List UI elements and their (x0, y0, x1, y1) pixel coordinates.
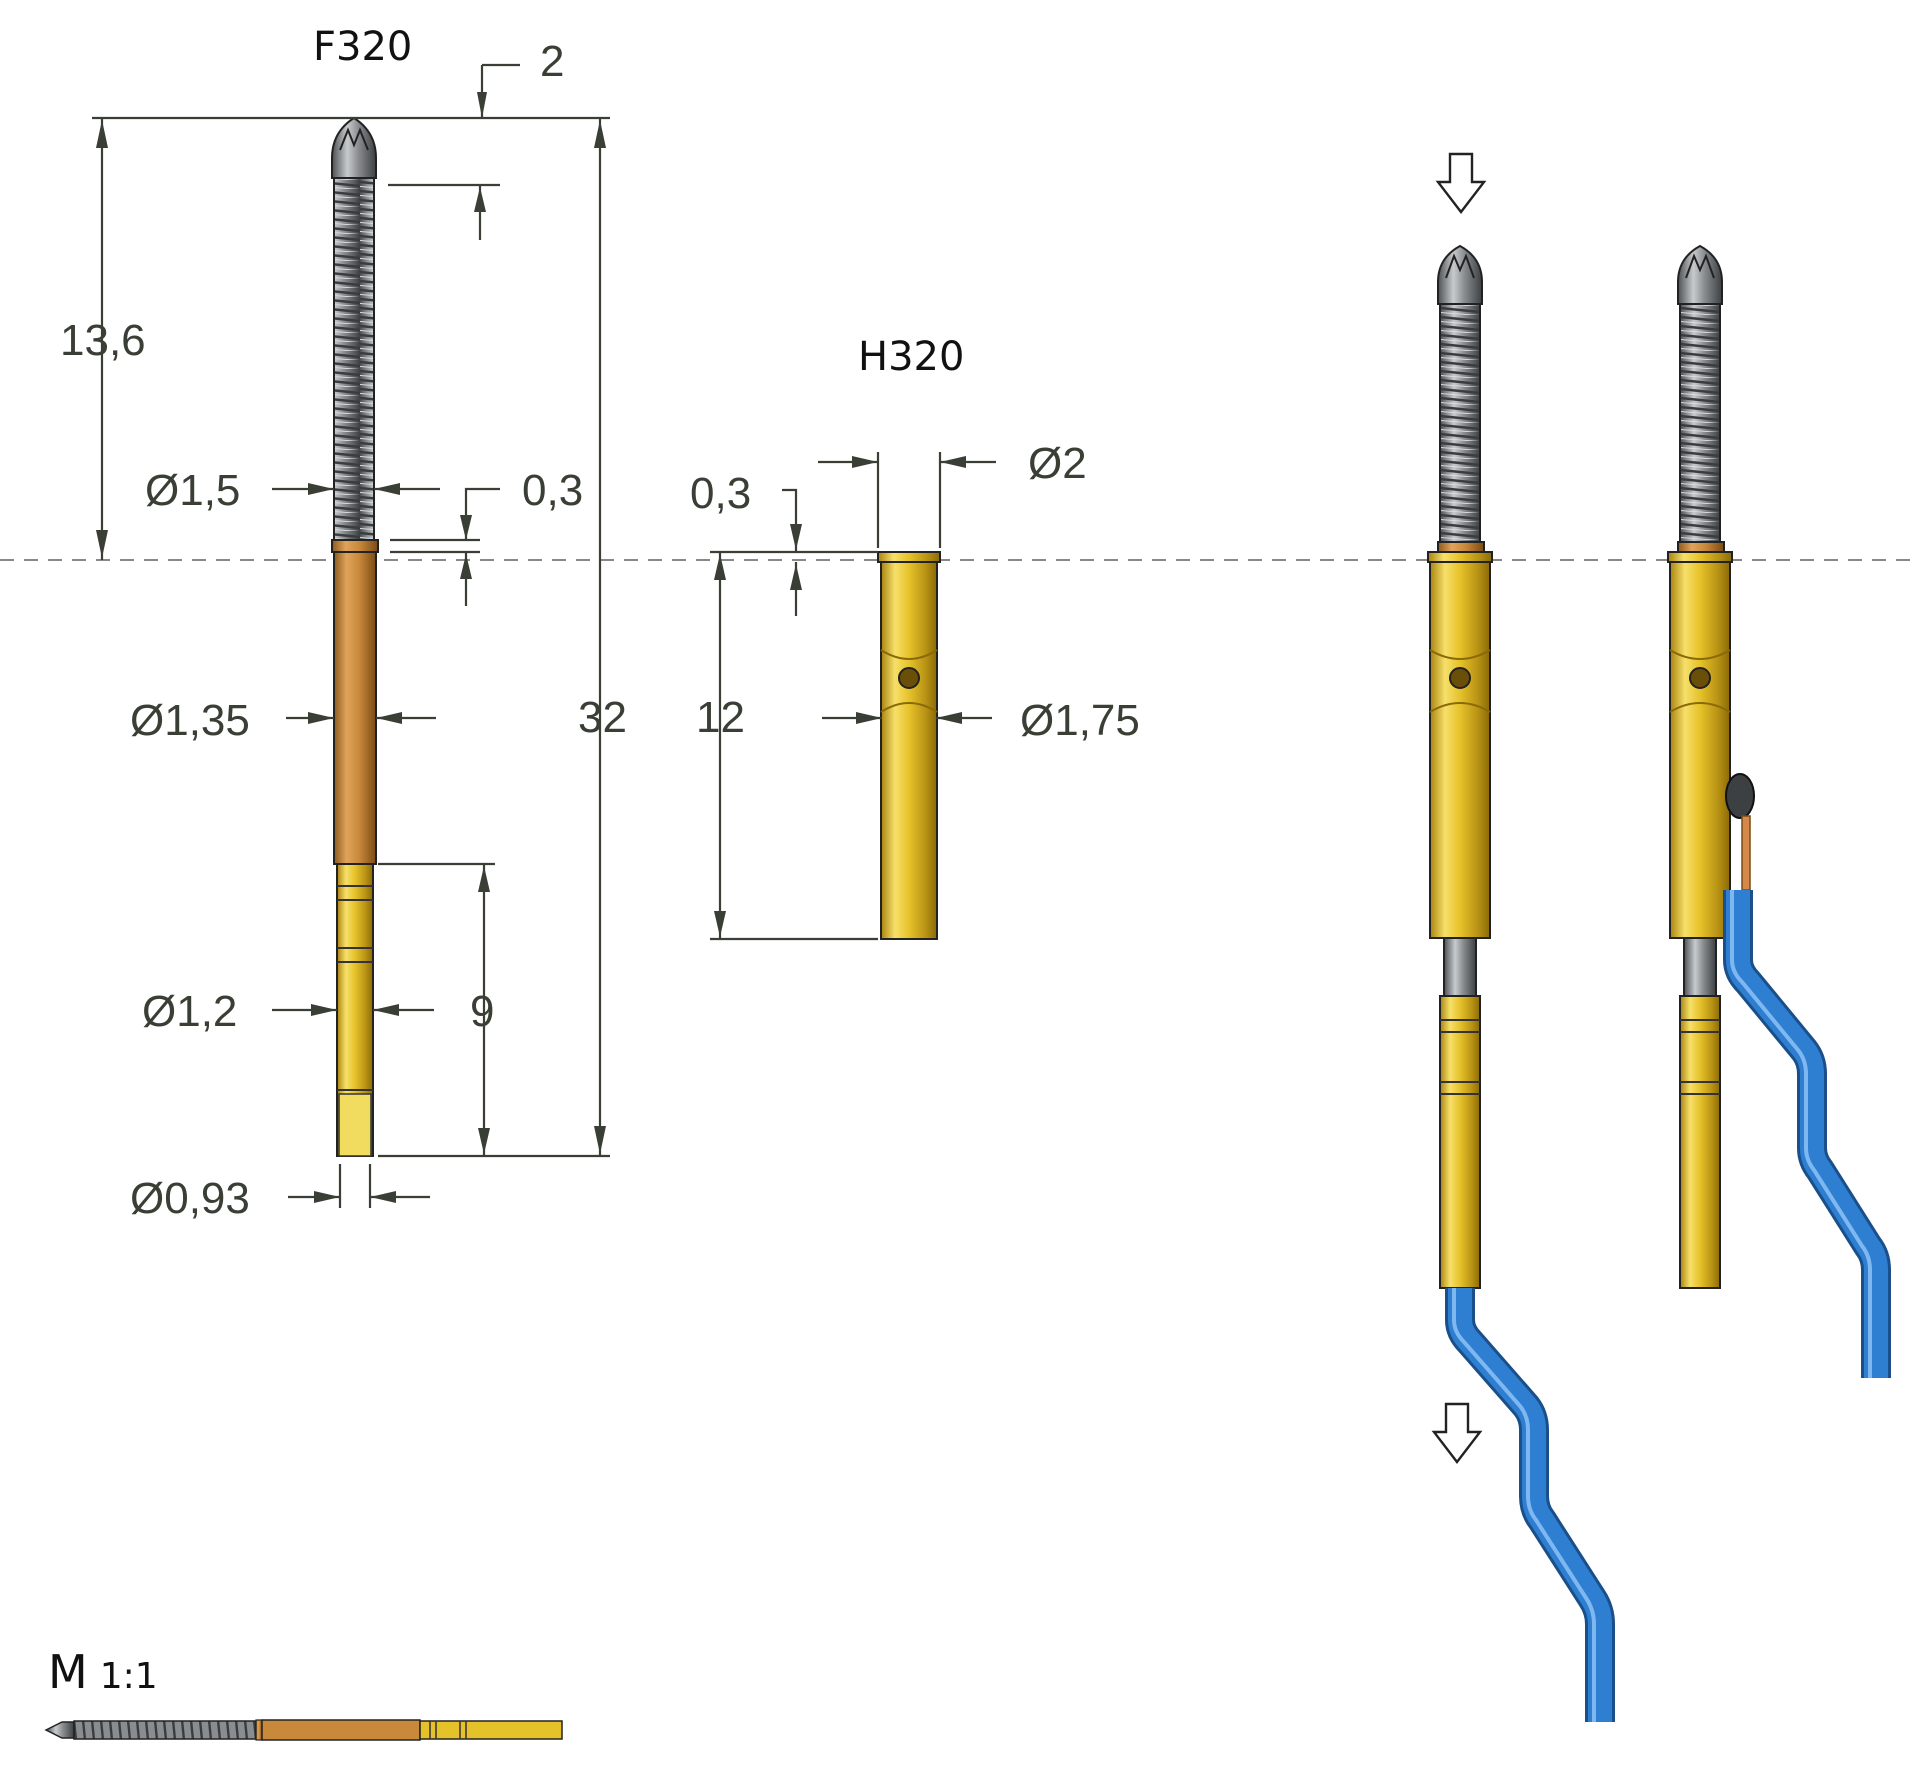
receptacle-dim-collar: 0,3 (690, 469, 751, 518)
probe-dim-tip-offset: 2 (540, 37, 564, 86)
receptacle-body (880, 561, 938, 940)
probe-spring (333, 174, 375, 541)
assembly-press-fit (1427, 152, 1615, 1722)
receptacle-hole (898, 667, 920, 689)
scale-probe-spring (73, 1720, 257, 1740)
receptacle-dim-dia-body: Ø1,75 (1020, 696, 1140, 745)
probe-dim-dia-spring: Ø1,5 (145, 466, 240, 515)
probe-collar (331, 539, 379, 553)
arrow-down-icon (1431, 1402, 1483, 1464)
receptacle-h320 (877, 551, 941, 940)
scale-m: M (48, 1645, 88, 1699)
assembly-soldered (1667, 244, 1891, 1378)
solder-joint (1725, 773, 1755, 819)
scale-ratio: 1:1 (100, 1656, 158, 1697)
probe-dimensions: F320 2 13,6 32 Ø1,5 0,3 (60, 24, 627, 1223)
probe-f320 (331, 116, 379, 1157)
probe-dim-collar: 0,3 (522, 466, 583, 515)
probe-dim-length-to-collar: 13,6 (60, 316, 146, 365)
scale-probe-body (261, 1719, 421, 1741)
receptacle-dimensions: H320 Ø2 0,3 12 Ø1,75 (690, 334, 1140, 941)
probe-body (333, 551, 377, 865)
scale-probe-plunger (419, 1720, 563, 1740)
scale-probe-tip (44, 1721, 75, 1739)
receptacle-title: H320 (858, 334, 964, 380)
arrow-down-icon (1435, 152, 1487, 214)
scale-indicator: M 1:1 (44, 1645, 563, 1741)
scale-label: M 1:1 (48, 1645, 158, 1699)
probe-dim-dia-lower: Ø1,2 (142, 987, 237, 1036)
receptacle-dim-length: 12 (696, 693, 745, 742)
receptacle-collar (877, 551, 941, 563)
probe-dim-dia-tail: Ø0,93 (130, 1174, 250, 1223)
probe-crown-tip (331, 116, 377, 179)
probe-title: F320 (313, 24, 412, 70)
receptacle-dim-dia-outer: Ø2 (1028, 439, 1087, 488)
probe-dim-length-total: 32 (578, 693, 627, 742)
probe-dim-dia-body: Ø1,35 (130, 696, 250, 745)
probe-dim-length-lower: 9 (470, 987, 494, 1036)
